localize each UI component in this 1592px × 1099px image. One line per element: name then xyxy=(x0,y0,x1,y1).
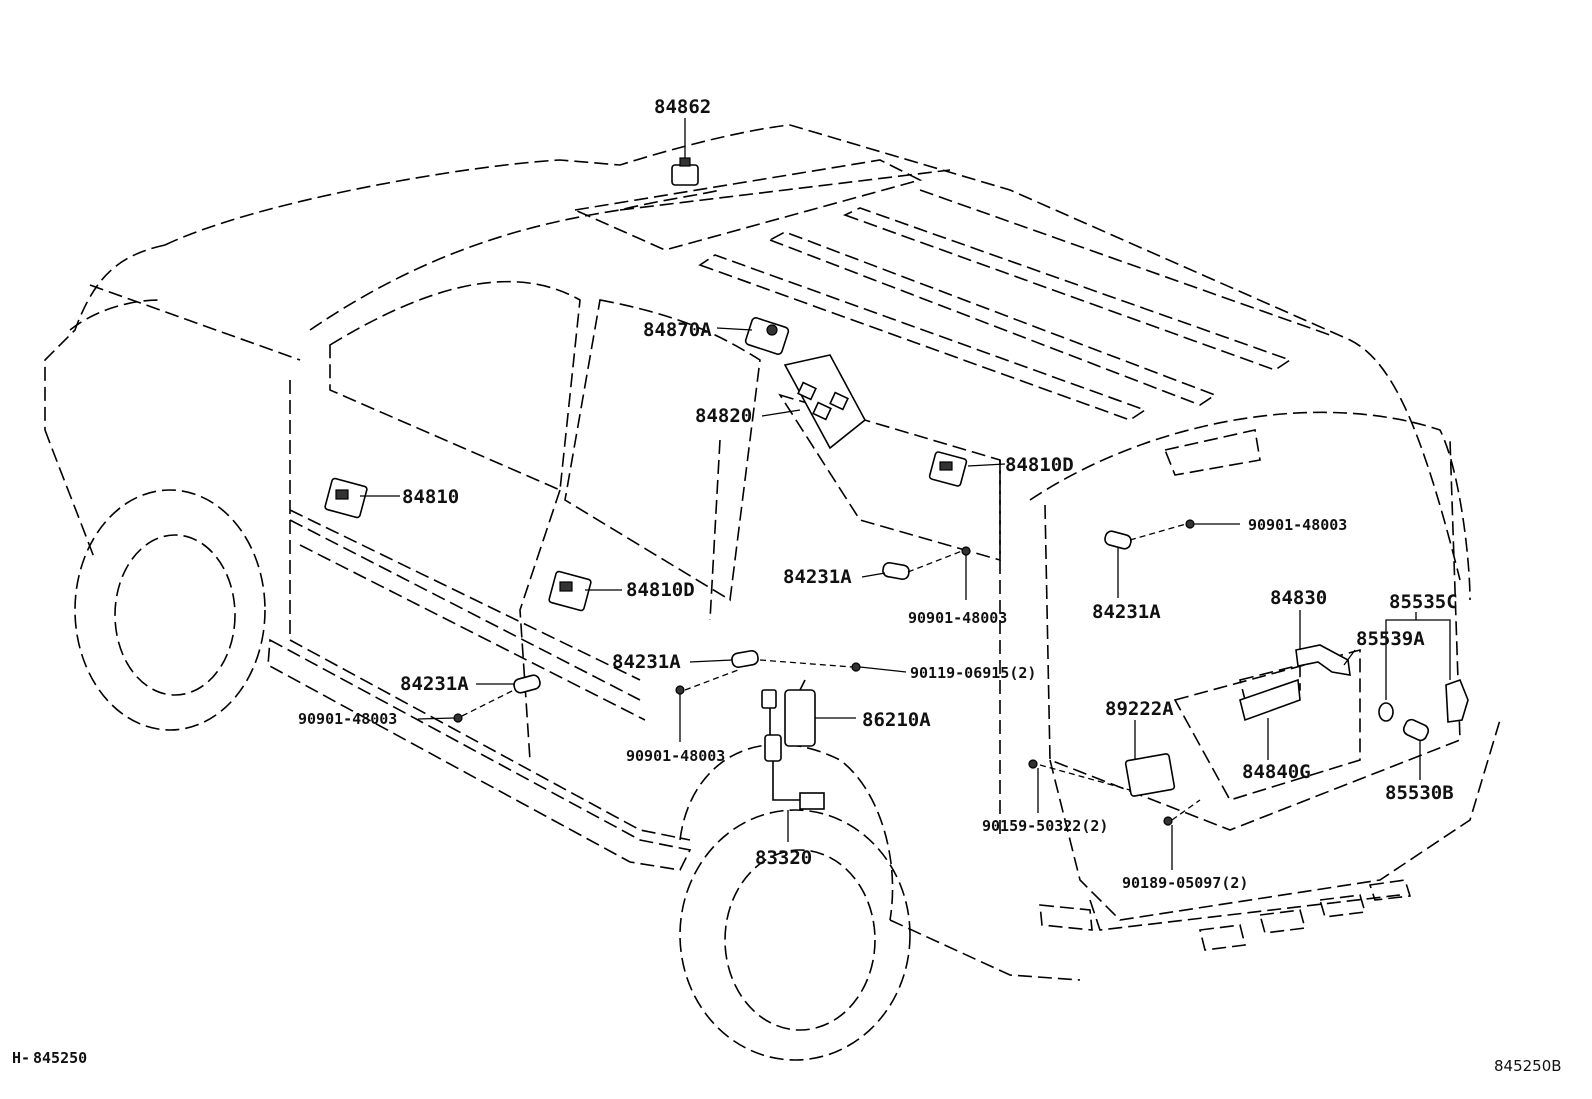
label-84862: 84862 xyxy=(654,96,711,118)
part-glyphs xyxy=(324,157,1469,826)
part-85530b-glyph xyxy=(1402,718,1430,742)
part-labels: 84862 84870A 84820 84810D 84810 84810D 8… xyxy=(298,96,1458,892)
label-86210a: 86210A xyxy=(862,709,931,731)
part-84820-switch-3 xyxy=(829,391,849,411)
label-84810: 84810 xyxy=(402,486,459,508)
label-84840g: 84840G xyxy=(1242,761,1311,783)
part-84820-glyph xyxy=(783,354,867,450)
part-86210a-glyph xyxy=(784,689,816,747)
part-85539a-glyph xyxy=(1378,702,1394,722)
label-90901-left: 90901-48003 xyxy=(298,710,397,728)
label-84820: 84820 xyxy=(695,405,752,427)
part-84820-switch-2 xyxy=(812,401,832,421)
footer-left-code: 845250 xyxy=(33,1049,87,1067)
bolt-left-icon xyxy=(453,713,463,723)
part-84830-glyph xyxy=(1295,644,1351,676)
label-84870a: 84870A xyxy=(643,319,712,341)
part-83320-plug-glyph xyxy=(761,689,777,709)
part-85535c-glyph xyxy=(1445,678,1469,723)
label-90901-rear: 90901-48003 xyxy=(1248,516,1347,534)
label-85535c: 85535C xyxy=(1389,591,1458,613)
bolt-mid-icon xyxy=(961,546,971,556)
label-90901-mid: 90901-48003 xyxy=(908,609,1007,627)
label-85539a: 85539A xyxy=(1356,628,1425,650)
label-84830: 84830 xyxy=(1270,587,1327,609)
part-84840g-glyph xyxy=(1239,678,1301,722)
label-89222a: 89222A xyxy=(1105,698,1174,720)
part-84231a-left-glyph xyxy=(513,674,541,694)
bolt-90189-icon xyxy=(1163,816,1173,826)
label-84231a-rear: 84231A xyxy=(1092,601,1161,623)
bolt-bottom-icon xyxy=(675,685,685,695)
part-84231a-mid-glyph xyxy=(882,561,910,581)
vehicle-outline xyxy=(44,124,1501,1061)
part-84820-switch-1 xyxy=(797,381,817,401)
part-89222a-glyph xyxy=(1124,753,1176,797)
bolt-rear-icon xyxy=(1185,519,1195,529)
part-84810d-top-switch xyxy=(939,461,953,471)
footer-right-code: 845250B xyxy=(1494,1057,1562,1075)
part-83320-connector-glyph xyxy=(764,734,782,762)
footer-left-marker: H- xyxy=(12,1049,30,1067)
label-84231a-center: 84231A xyxy=(612,651,681,673)
part-84870a-knob xyxy=(766,324,778,336)
part-84862-glyph xyxy=(671,164,699,186)
label-84810d-door: 84810D xyxy=(626,579,695,601)
bolt-90159-icon xyxy=(1028,759,1038,769)
label-90119: 90119-06915(2) xyxy=(910,664,1036,682)
label-84231a-left: 84231A xyxy=(400,673,469,695)
part-83320-wire xyxy=(769,708,800,801)
label-90189: 90189-05097(2) xyxy=(1122,874,1248,892)
part-84810d-door-switch xyxy=(559,581,573,592)
label-83320: 83320 xyxy=(755,847,812,869)
bolt-90119-icon xyxy=(851,662,861,672)
part-86210a-wire xyxy=(799,679,806,691)
label-90901-bottom: 90901-48003 xyxy=(626,747,725,765)
label-84231a-mid: 84231A xyxy=(783,566,852,588)
part-84231a-rear-glyph xyxy=(1104,530,1132,550)
label-85530b: 85530B xyxy=(1385,782,1454,804)
part-83320-box-glyph xyxy=(799,792,825,810)
leader-lines xyxy=(360,118,1451,870)
part-84870a-glyph xyxy=(744,317,790,355)
footer: H- 845250 845250B xyxy=(12,1049,1562,1075)
part-84862-connector xyxy=(679,157,691,167)
part-84810-switch xyxy=(335,489,349,500)
label-84810d-top: 84810D xyxy=(1005,454,1074,476)
label-90159: 90159-50322(2) xyxy=(982,817,1108,835)
part-84231a-center-glyph xyxy=(731,649,759,669)
